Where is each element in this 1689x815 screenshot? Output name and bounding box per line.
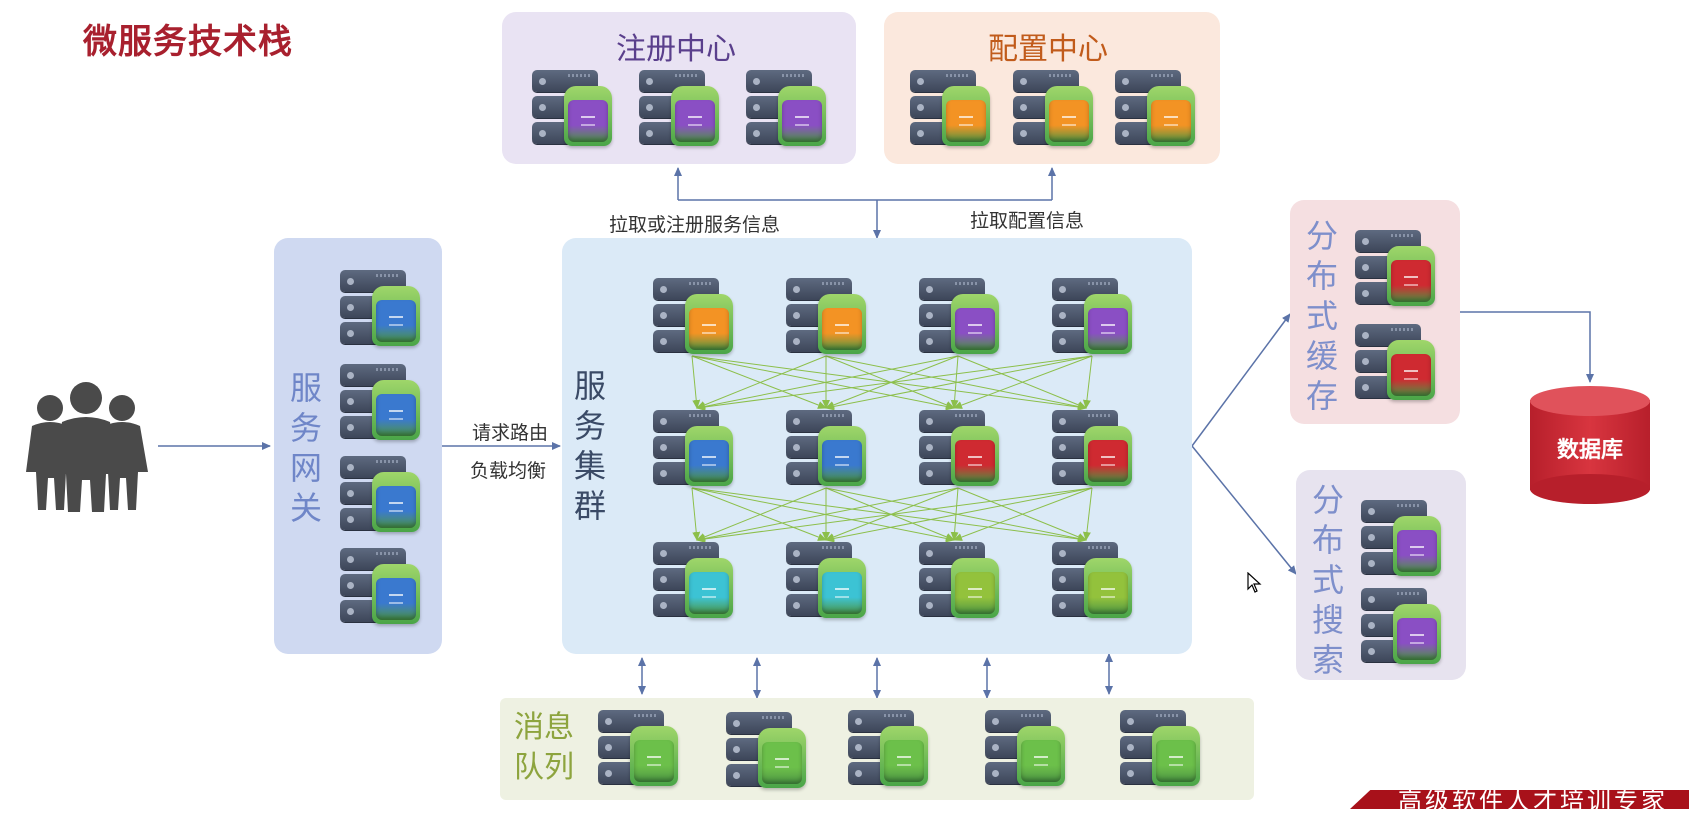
gateway-server-icon	[340, 548, 420, 624]
search-label-char: 分	[1311, 481, 1344, 519]
registry-server-icon	[639, 70, 719, 146]
search-server-icon	[1361, 588, 1441, 664]
cache-server-icon	[1355, 324, 1435, 400]
gateway-server-icon	[340, 456, 420, 532]
footer-text: 高级软件人才培训专家	[1398, 787, 1668, 815]
route-edge-label: 请求路由	[472, 422, 549, 444]
cache-label-char: 存	[1305, 377, 1338, 415]
cluster-server-icon	[653, 410, 733, 486]
cluster-label-char: 群	[573, 487, 606, 525]
mq-server-icon	[598, 710, 678, 786]
gateway-server-icon	[340, 364, 420, 440]
cache-label-char: 布	[1305, 257, 1338, 295]
cluster-server-icon	[653, 542, 733, 618]
search-label: 分 布 式 搜 索	[1308, 480, 1348, 680]
cluster-label-char: 务	[573, 407, 606, 445]
cluster-server-icon	[786, 410, 866, 486]
search-label-char: 式	[1311, 561, 1344, 599]
mq-server-icon	[1120, 710, 1200, 786]
cluster-server-icon	[919, 542, 999, 618]
registry-title: 注册中心	[616, 32, 736, 67]
arrow-cluster-search	[1191, 445, 1297, 575]
cluster-server-icon	[786, 278, 866, 354]
registry-server-icon	[532, 70, 612, 146]
mq-server-icon	[985, 710, 1065, 786]
cluster-server-icon	[653, 278, 733, 354]
cache-server-icon	[1355, 230, 1435, 306]
config-server-icon	[1115, 70, 1195, 146]
cluster-server-icon	[1052, 410, 1132, 486]
arrows-cluster-mq	[638, 653, 1113, 699]
registry-server-icon	[746, 70, 826, 146]
registry-edge-label: 拉取或注册服务信息	[609, 214, 781, 236]
cluster-server-icon	[919, 410, 999, 486]
config-title: 配置中心	[988, 32, 1108, 67]
search-label-char: 布	[1311, 521, 1344, 559]
gateway-label-char: 关	[289, 489, 322, 527]
cache-label-char: 式	[1305, 297, 1338, 335]
cache-label: 分 布 式 缓 存	[1302, 216, 1342, 416]
config-server-icon	[910, 70, 990, 146]
cluster-server-icon	[786, 542, 866, 618]
database-cylinder: 数据库	[1530, 386, 1650, 504]
gateway-label-char: 服	[289, 369, 322, 407]
cluster-label-char: 服	[573, 367, 606, 405]
balance-edge-label: 负载均衡	[470, 460, 547, 482]
cache-label-char: 缓	[1305, 337, 1338, 375]
config-edge-label: 拉取配置信息	[970, 210, 1085, 232]
arrow-cluster-cache	[1191, 313, 1291, 447]
arrow-cache-db	[1460, 311, 1594, 383]
page-title: 微服务技术栈	[83, 22, 293, 62]
mouse-cursor-icon	[1247, 572, 1262, 593]
cluster-label-char: 集	[573, 447, 606, 485]
cluster-server-icon	[919, 278, 999, 354]
mq-label-line: 消息	[514, 710, 574, 745]
cluster-server-icon	[1052, 278, 1132, 354]
search-server-icon	[1361, 500, 1441, 576]
users-icon	[26, 382, 148, 512]
gateway-label: 服 务 网 关	[286, 368, 326, 528]
mq-server-icon	[726, 712, 806, 788]
cluster-label: 服 务 集 群	[570, 366, 610, 526]
search-label-char: 搜	[1311, 601, 1344, 639]
search-label-char: 索	[1311, 641, 1344, 679]
gateway-label-char: 务	[289, 409, 322, 447]
mq-label-line: 队列	[514, 750, 574, 785]
gateway-label-char: 网	[289, 449, 322, 487]
mq-label: 消息 队列	[514, 708, 574, 788]
gateway-server-icon	[340, 270, 420, 346]
footer-band	[1350, 790, 1689, 809]
database-label: 数据库	[1556, 438, 1623, 463]
mq-server-icon	[848, 710, 928, 786]
config-server-icon	[1013, 70, 1093, 146]
cluster-server-icon	[1052, 542, 1132, 618]
cache-label-char: 分	[1305, 217, 1338, 255]
